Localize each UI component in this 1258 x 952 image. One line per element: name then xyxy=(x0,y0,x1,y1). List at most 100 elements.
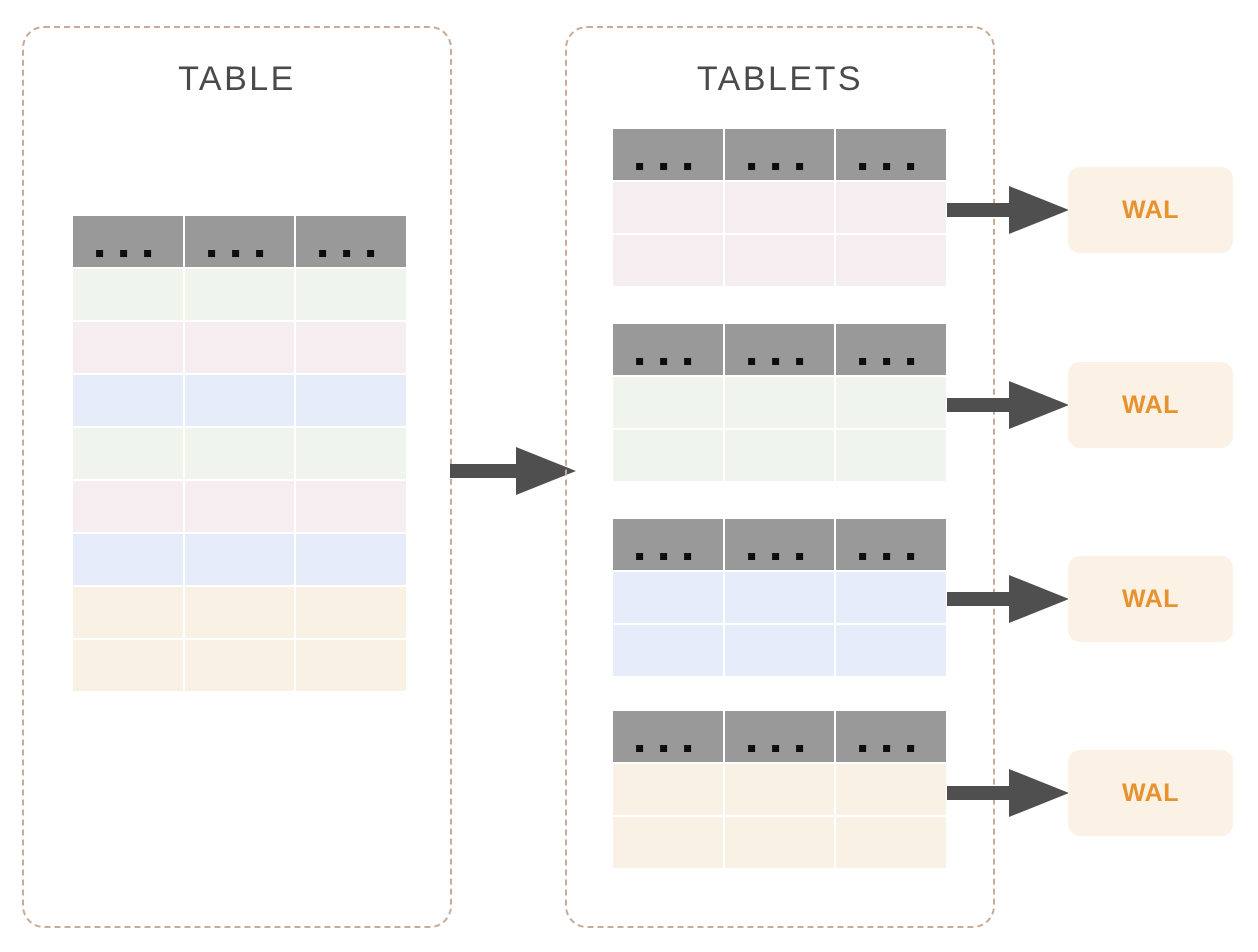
tablet-grid-2 xyxy=(612,323,948,482)
tablet-row xyxy=(612,181,948,234)
tablet-cell xyxy=(835,763,948,816)
tablet-cell xyxy=(612,763,724,816)
table-cell xyxy=(72,268,184,321)
tablet-cell xyxy=(835,376,948,429)
tablet-header-cell xyxy=(723,518,836,571)
tablet-cell xyxy=(612,376,724,429)
table-cell xyxy=(72,586,184,639)
tablet-header-cell xyxy=(612,323,724,376)
ellipsis-icon xyxy=(859,162,915,170)
tablet-cell xyxy=(835,429,948,482)
tablet-grid-4 xyxy=(612,710,948,869)
wal-label: WAL xyxy=(1121,584,1180,613)
ellipsis-icon xyxy=(859,357,915,365)
tablet-cell xyxy=(612,181,724,234)
tablet-header-cell xyxy=(723,128,836,181)
arrow-table-to-tablets xyxy=(450,443,578,499)
tablet-header-cell xyxy=(612,128,724,181)
wal-label: WAL xyxy=(1121,195,1180,224)
table-header-row xyxy=(72,215,408,268)
tablet-cell xyxy=(723,429,836,482)
table-header-cell xyxy=(295,215,408,268)
table-row xyxy=(72,427,408,480)
table-cell xyxy=(183,639,296,692)
table-cell xyxy=(183,321,296,374)
tablet-cell xyxy=(835,181,948,234)
tablet-cell xyxy=(723,234,836,287)
tablet-cell xyxy=(835,234,948,287)
table-cell xyxy=(295,586,408,639)
tablet-header-cell xyxy=(723,323,836,376)
table-cell xyxy=(183,427,296,480)
tablet-cell xyxy=(612,571,724,624)
tablet-row xyxy=(612,624,948,677)
table-row xyxy=(72,480,408,533)
tablet-cell xyxy=(612,624,724,677)
tablet-header-row xyxy=(612,128,948,181)
table-row xyxy=(72,639,408,692)
table-cell xyxy=(295,268,408,321)
ellipsis-icon xyxy=(747,162,803,170)
tablet-cell xyxy=(612,816,724,869)
tablet-header-row xyxy=(612,710,948,763)
tablet-header-cell xyxy=(835,128,948,181)
wal-box-2[interactable]: WAL xyxy=(1068,362,1233,448)
tablet-cell xyxy=(723,624,836,677)
ellipsis-icon xyxy=(635,162,691,170)
tablet-row xyxy=(612,816,948,869)
tablet-row xyxy=(612,763,948,816)
wal-label: WAL xyxy=(1121,778,1180,807)
table-cell xyxy=(295,480,408,533)
table-cell xyxy=(183,480,296,533)
tablet-header-cell xyxy=(835,710,948,763)
table-cell xyxy=(72,374,184,427)
tablet-row xyxy=(612,376,948,429)
table-cell xyxy=(295,374,408,427)
table-cell xyxy=(295,639,408,692)
tablet-cell xyxy=(723,816,836,869)
table-cell xyxy=(295,533,408,586)
ellipsis-icon xyxy=(859,744,915,752)
tablet-cell xyxy=(612,429,724,482)
ellipsis-icon xyxy=(319,249,375,257)
table-cell xyxy=(72,321,184,374)
wal-box-1[interactable]: WAL xyxy=(1068,167,1233,253)
wal-box-4[interactable]: WAL xyxy=(1068,750,1233,836)
table-row xyxy=(72,586,408,639)
ellipsis-icon xyxy=(95,249,151,257)
tablet-grid-3 xyxy=(612,518,948,677)
tablet-cell xyxy=(835,624,948,677)
tablet-cell xyxy=(723,181,836,234)
tablet-header-row xyxy=(612,323,948,376)
table-cell xyxy=(183,586,296,639)
tablet-cell xyxy=(835,816,948,869)
ellipsis-icon xyxy=(747,357,803,365)
tablet-header-cell xyxy=(835,323,948,376)
table-cell xyxy=(295,427,408,480)
wal-label: WAL xyxy=(1121,390,1180,419)
ellipsis-icon xyxy=(747,552,803,560)
tablet-header-cell xyxy=(723,710,836,763)
tablet-header-cell xyxy=(612,518,724,571)
table-row xyxy=(72,321,408,374)
table-header-cell xyxy=(72,215,184,268)
panel-table-title: TABLE xyxy=(178,60,296,98)
ellipsis-icon xyxy=(635,552,691,560)
tablet-cell xyxy=(723,376,836,429)
tablet-grid-1 xyxy=(612,128,948,287)
tablet-row xyxy=(612,234,948,287)
table-row xyxy=(72,533,408,586)
tablet-row xyxy=(612,429,948,482)
table-cell xyxy=(183,268,296,321)
wal-box-3[interactable]: WAL xyxy=(1068,556,1233,642)
table-cell xyxy=(72,533,184,586)
tablet-header-cell xyxy=(835,518,948,571)
table-header-cell xyxy=(183,215,296,268)
tablet-cell xyxy=(835,571,948,624)
table-cell xyxy=(72,427,184,480)
table-row xyxy=(72,374,408,427)
tablet-header-row xyxy=(612,518,948,571)
table-cell xyxy=(72,639,184,692)
table-cell xyxy=(183,533,296,586)
